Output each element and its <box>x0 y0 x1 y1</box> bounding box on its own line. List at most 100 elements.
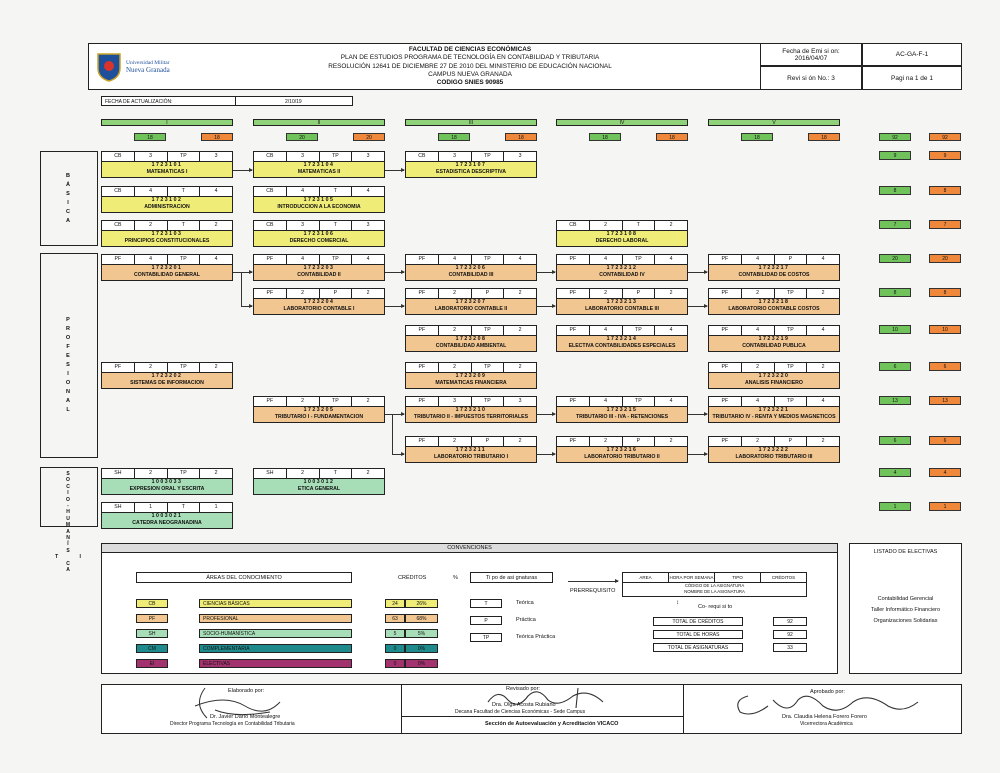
course-type: TP <box>168 152 201 161</box>
row-total-orange: 10 <box>929 325 961 334</box>
total-value: 92 <box>773 630 807 639</box>
course-card[interactable]: PF 2 P 2 1723222 LABORATORIO TRIBUTARIO … <box>708 436 840 463</box>
course-card[interactable]: PF 4 TP 4 1723221 TRIBUTARIO IV - RENTA … <box>708 396 840 423</box>
course-card[interactable]: PF 2 P 2 1723207 LABORATORIO CONTABLE II <box>405 288 537 315</box>
course-credits: 2 <box>135 363 168 372</box>
credits-header: CRÉDITOS <box>398 575 427 581</box>
course-card[interactable]: PF 4 TP 4 1723201 CONTABILIDAD GENERAL <box>101 254 233 281</box>
course-card[interactable]: PF 2 TP 2 1723208 CONTABILIDAD AMBIENTAL <box>405 325 537 352</box>
course-hours: 2 <box>214 470 218 476</box>
course-area: PF <box>102 363 135 372</box>
course-card[interactable]: CB 4 T 4 1723105 INTRODUCCIÓN A LA ECONO… <box>253 186 385 213</box>
course-card[interactable]: PF 2 TP 2 1723220 ANÁLISIS FINANCIERO <box>708 362 840 389</box>
course-name: TRIBUTARIO II - IMPUESTOS TERRITORIALES <box>413 414 529 420</box>
course-card[interactable]: CB 2 T 2 1723103 PRINCIPIOS CONSTITUCION… <box>101 220 233 247</box>
course-name: CONTABILIDAD III <box>448 272 494 278</box>
course-card[interactable]: PF 2 P 2 1723211 LABORATORIO TRIBUTARIO … <box>405 436 537 463</box>
course-type: TP <box>320 255 353 264</box>
semester-header: I <box>101 119 233 126</box>
area-name: ELECTIVAS <box>199 659 352 668</box>
course-card[interactable]: PF 4 TP 4 1723215 TRIBUTARIO III - IVA -… <box>556 396 688 423</box>
course-card[interactable]: PF 2 TP 2 1723202 SISTEMAS DE INFORMACIÓ… <box>101 362 233 389</box>
course-type: P <box>775 255 808 264</box>
course-code: 1723201 <box>151 265 183 271</box>
course-card[interactable]: PF 2 TP 2 1723205 TRIBUTARIO I - FUNDAME… <box>253 396 385 423</box>
row-total-orange: 9 <box>929 151 961 160</box>
row-total-green: 6 <box>879 436 911 445</box>
course-area: CB <box>102 187 135 196</box>
course-type: TP <box>623 255 656 264</box>
course-credits: 2 <box>135 469 168 478</box>
course-name: PRINCIPIOS CONSTITUCIONALES <box>124 238 210 244</box>
course-area: SH <box>102 469 135 478</box>
course-code: 1723210 <box>455 407 487 413</box>
total-orange-header: 92 <box>929 133 961 141</box>
course-code: 1723216 <box>606 447 638 453</box>
course-card[interactable]: PF 4 TP 4 1723219 CONTABILIDAD PÚBLICA <box>708 325 840 352</box>
course-card[interactable]: PF 4 TP 4 1723214 ELECTIVA CONTABILIDADE… <box>556 325 688 352</box>
logo-line-1: Universidad Militar <box>126 60 170 66</box>
update-date-value: 2/10/19 <box>285 98 302 105</box>
course-card[interactable]: CB 3 T 3 1723106 DERECHO COMERCIAL <box>253 220 385 247</box>
course-card[interactable]: PF 2 P 2 1723213 LABORATORIO CONTABLE II… <box>556 288 688 315</box>
prereq-arrow <box>536 412 556 416</box>
course-card[interactable]: CB 3 TP 3 1723107 ESTADÍSTICA DESCRIPTIV… <box>405 151 537 178</box>
course-card[interactable]: PF 2 P 2 1723204 LABORATORIO CONTABLE I <box>253 288 385 315</box>
course-area: CB <box>254 152 287 161</box>
course-card[interactable]: SH 2 T 2 1003012 ÉTICA GENERAL <box>253 468 385 495</box>
course-card[interactable]: CB 3 TP 3 1723104 MATEMÁTICAS II <box>253 151 385 178</box>
percent-header: % <box>453 575 458 581</box>
area-name: PROFESIONAL <box>199 614 352 623</box>
course-hours: 4 <box>821 398 825 404</box>
course-card[interactable]: PF 2 TP 2 1723209 MATEMÁTICAS FINANCIERA <box>405 362 537 389</box>
course-card[interactable]: SH 2 TP 2 1003033 EXPRESIÓN ORAL Y ESCRI… <box>101 468 233 495</box>
course-hours: 4 <box>669 327 673 333</box>
course-card[interactable]: CB 2 T 2 1723108 DERECHO LABORAL <box>556 220 688 247</box>
semester-credits-green: 18 <box>438 133 470 141</box>
course-name: ADMINISTRACIÓN <box>144 204 190 210</box>
course-card[interactable]: PF 2 P 2 1723216 LABORATORIO TRIBUTARIO … <box>556 436 688 463</box>
course-code: 1723104 <box>303 162 335 168</box>
total-label: TOTAL DE ASIGNATURAS <box>653 643 743 652</box>
course-name: DERECHO LABORAL <box>595 238 649 244</box>
course-card[interactable]: PF 2 TP 2 1723218 LABORATORIO CONTABLE C… <box>708 288 840 315</box>
course-type: TP <box>775 289 808 298</box>
course-credits: 4 <box>742 397 775 406</box>
course-code: 1723211 <box>455 447 487 453</box>
course-card[interactable]: CB 4 T 4 1723102 ADMINISTRACIÓN <box>101 186 233 213</box>
course-hours: 2 <box>669 222 673 228</box>
course-card[interactable]: PF 3 TP 3 1723210 TRIBUTARIO II - IMPUES… <box>405 396 537 423</box>
course-card[interactable]: PF 4 TP 4 1723212 CONTABILIDAD IV <box>556 254 688 281</box>
course-hours: 4 <box>518 256 522 262</box>
legend-col: TIPO <box>715 573 761 582</box>
course-code: 1723222 <box>758 447 790 453</box>
course-hours: 4 <box>214 188 218 194</box>
prereq-arrow <box>688 412 708 416</box>
course-code: 1723217 <box>758 265 790 271</box>
electives-panel: LISTADO DE ELECTIVAS Contabilidad Gerenc… <box>849 543 962 674</box>
row-total-orange: 6 <box>929 436 961 445</box>
course-type: P <box>775 437 808 446</box>
course-card[interactable]: PF 4 P 4 1723217 CONTABILIDAD DE COSTOS <box>708 254 840 281</box>
signature-divider <box>401 684 402 734</box>
course-code: 1723202 <box>151 373 183 379</box>
course-hours: 2 <box>214 222 218 228</box>
course-area: PF <box>709 363 742 372</box>
course-credits: 4 <box>590 326 623 335</box>
course-hours: 3 <box>214 153 218 159</box>
legend-col: CRÉDITOS <box>771 575 796 580</box>
course-name: TRIBUTARIO I - FUNDAMENTACIÓN <box>274 414 364 420</box>
row-total-orange: 8 <box>929 186 961 195</box>
course-card[interactable]: SH 1 T 1 1003021 CÁTEDRA NEOGRANADINA <box>101 502 233 529</box>
course-card[interactable]: CB 3 TP 3 1723101 MATEMÁTICAS I <box>101 151 233 178</box>
course-credits: 4 <box>590 397 623 406</box>
row-total-orange: 4 <box>929 468 961 477</box>
course-type: TP <box>168 469 201 478</box>
course-name: CONTABILIDAD PÚBLICA <box>742 343 806 349</box>
row-total-orange: 13 <box>929 396 961 405</box>
course-card[interactable]: PF 4 TP 4 1723203 CONTABILIDAD II <box>253 254 385 281</box>
total-label: TOTAL DE CRÉDITOS <box>653 617 743 626</box>
coreq-legend-icon: ↕ <box>676 600 679 606</box>
course-card[interactable]: PF 4 TP 4 1723206 CONTABILIDAD III <box>405 254 537 281</box>
row-total-orange: 7 <box>929 220 961 229</box>
